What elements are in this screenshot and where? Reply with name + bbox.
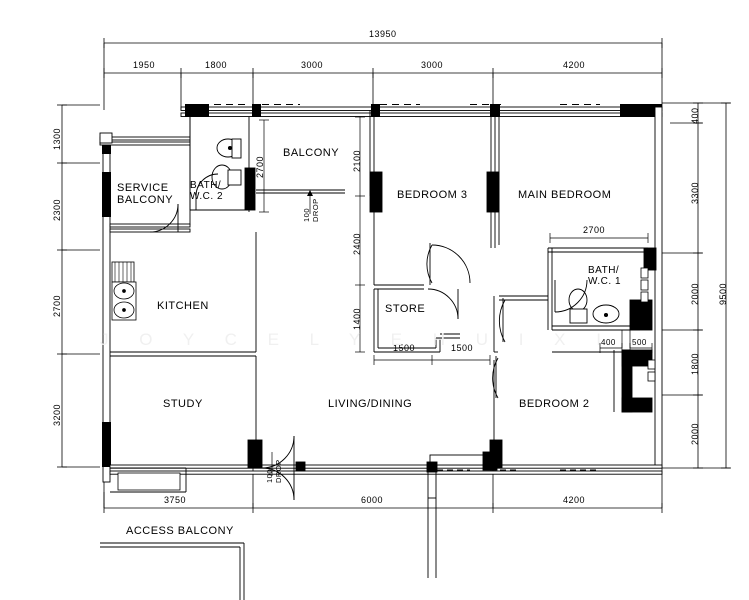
- dim-store-1500: [373, 355, 491, 365]
- room-bedroom-3: [369, 110, 500, 290]
- right-dimension-chain: [662, 102, 731, 469]
- room-bath-wc-1: [552, 247, 657, 331]
- marker-balcony-drop: [307, 190, 313, 214]
- dim-bath1-offsets: [599, 330, 653, 353]
- dim-vertical-interior-chain: [355, 116, 365, 353]
- dim-bath1-2700: [549, 233, 649, 243]
- room-store: [373, 288, 460, 353]
- access-balcony-outline: [100, 542, 245, 600]
- exterior-walls: [102, 104, 663, 483]
- bottom-dimension-chain: [103, 468, 663, 513]
- left-dimension-chain: [57, 104, 100, 468]
- dim-balcony-2700: [259, 119, 269, 213]
- room-main-bedroom: [498, 110, 648, 343]
- room-study: [110, 356, 257, 493]
- top-dimension-chain: [103, 38, 663, 110]
- entrance-door: [247, 435, 306, 501]
- room-living-dining: [492, 296, 499, 399]
- watermark: J O Y C E L Y E H U I X I: [100, 330, 614, 349]
- room-bath-wc-2: [189, 110, 256, 212]
- room-kitchen: [110, 232, 257, 357]
- bottom-wall-details: [426, 451, 600, 578]
